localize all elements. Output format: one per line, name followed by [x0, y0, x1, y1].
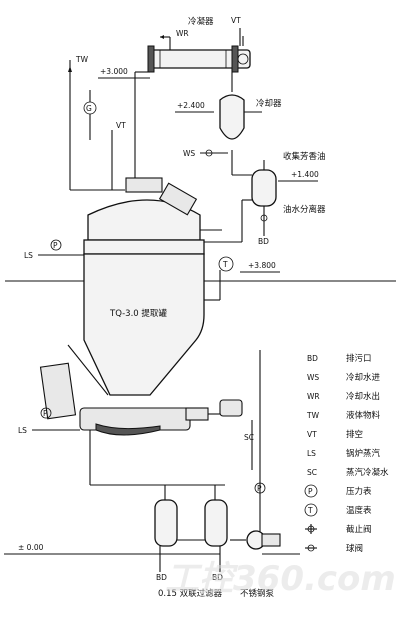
- p-bottom-label: P: [43, 409, 48, 418]
- legend-code-4: VT: [307, 430, 317, 439]
- legend-t-icon: [304, 503, 318, 517]
- vt-mid-label: VT: [116, 121, 126, 130]
- extraction-tank: [83, 177, 222, 396]
- legend-code-5: LS: [307, 449, 316, 458]
- legend-p-icon: [304, 484, 318, 498]
- filter-piping: [89, 350, 261, 541]
- legend-desc-6: 蒸汽冷凝水: [346, 467, 389, 478]
- tw-line: [68, 60, 125, 191]
- ss-pump-label: 不锈钢泵: [240, 588, 275, 599]
- duplex-filter: [154, 499, 228, 572]
- sc-label: SC: [244, 433, 254, 442]
- vt-top-label: VT: [231, 16, 241, 25]
- p-gauge-top-icon: [50, 239, 62, 251]
- p-top-label: P: [53, 241, 58, 250]
- legend-desc-10: 球阀: [346, 543, 363, 554]
- p-pump-label: P: [257, 484, 262, 493]
- legend-desc-2: 冷却水出: [346, 391, 380, 402]
- e000-label: ± 0.00: [18, 543, 44, 552]
- legend: BD 排污口 WS 冷却水进 WR 冷却水出 TW 液体物料 VT 排空 LS …: [304, 353, 389, 554]
- t-gauge-label: T: [222, 260, 228, 269]
- legend-code-2: WR: [307, 392, 320, 401]
- legend-desc-9: 截止阀: [346, 524, 372, 535]
- t-gauge-icon: [218, 256, 234, 272]
- oil-water-separator: [200, 160, 277, 243]
- bd-sep-label: BD: [258, 237, 269, 246]
- wr-arrow: [160, 35, 171, 50]
- watermark: 工控360.com: [165, 559, 396, 599]
- g-label: G: [86, 104, 92, 113]
- bd-right-label: BD: [212, 573, 223, 582]
- condenser-label: 冷凝器: [188, 16, 214, 27]
- legend-globe-valve-icon: [305, 524, 317, 534]
- legend-code-1: WS: [307, 373, 319, 382]
- legend-desc-4: 排空: [346, 429, 363, 440]
- e2400-label: +2.400: [177, 101, 205, 110]
- vapour-line: [111, 71, 150, 190]
- legend-ball-valve-icon: [305, 544, 317, 552]
- legend-desc-5: 锅炉蒸汽: [346, 448, 381, 459]
- duplex-filter-label: 0.15 双联过滤器: [158, 588, 223, 599]
- ls-bottom-label: LS: [18, 426, 27, 435]
- e1400-label: +1.400: [291, 170, 319, 179]
- oil-water-separator-label: 油水分离器: [283, 204, 326, 215]
- condenser: [147, 28, 251, 73]
- collect-oil-label: 收集芳香油: [283, 151, 326, 162]
- ws-valve-icon: [205, 149, 213, 157]
- p-gauge-bottom-icon: [40, 407, 52, 419]
- legend-code-3: TW: [306, 411, 320, 420]
- bottom-discharge: [39, 344, 243, 436]
- cooler-label: 冷却器: [256, 98, 282, 109]
- ls-top-label: LS: [24, 251, 33, 260]
- legend-desc-7: 压力表: [346, 486, 372, 497]
- legend-desc-1: 冷却水进: [346, 372, 381, 383]
- ws-label: WS: [183, 149, 195, 158]
- legend-code-8: T: [307, 506, 313, 515]
- e3800-label: +3.800: [248, 261, 276, 270]
- bd-left-label: BD: [156, 573, 167, 582]
- cooler: [219, 68, 262, 175]
- legend-code-7: P: [308, 487, 313, 496]
- wr-top-label: WR: [176, 29, 189, 38]
- e3000-label: +3.000: [100, 67, 128, 76]
- tw-label: TW: [75, 55, 89, 64]
- legend-desc-0: 排污口: [346, 353, 372, 364]
- legend-code-6: SC: [307, 468, 317, 477]
- tank-label: TQ-3.0 提取罐: [109, 308, 167, 319]
- legend-desc-8: 温度表: [346, 505, 372, 516]
- legend-desc-3: 液体物料: [346, 410, 381, 421]
- stainless-pump: [246, 482, 281, 550]
- legend-code-0: BD: [307, 354, 318, 363]
